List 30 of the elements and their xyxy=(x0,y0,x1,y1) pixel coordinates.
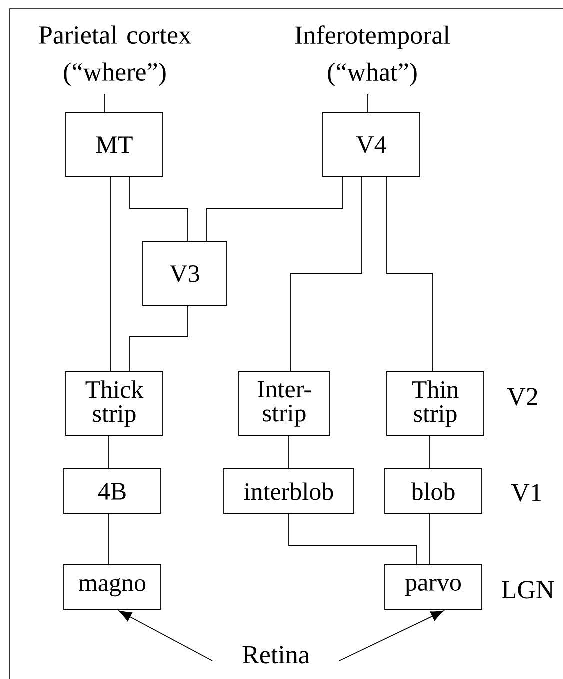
connector-line xyxy=(130,306,188,372)
connector-line xyxy=(104,94,106,113)
arrow xyxy=(119,610,213,662)
process-box: interblob xyxy=(224,468,354,514)
process-box: MT xyxy=(66,112,164,178)
connector-line xyxy=(130,177,188,242)
connector-line xyxy=(206,177,344,242)
process-box: Thin strip xyxy=(386,372,484,436)
arrow xyxy=(339,610,444,662)
connector-line xyxy=(110,177,112,372)
connector-line xyxy=(288,514,418,565)
level-label: V1 xyxy=(511,484,542,502)
area-label: Parietal cortex (“where”) xyxy=(39,26,192,86)
process-box: Inter-strip xyxy=(238,372,330,436)
area-label: Inferotemporal (“what”) xyxy=(295,26,450,86)
area-label: Retina xyxy=(242,646,310,664)
level-label: LGN xyxy=(502,581,554,599)
process-box: blob xyxy=(384,468,482,514)
connector-line xyxy=(108,514,110,565)
connector-line xyxy=(288,436,290,469)
process-box: V3 xyxy=(142,242,228,306)
process-box: V4 xyxy=(322,112,420,178)
process-box: Thick strip xyxy=(66,372,164,436)
process-box: parvo xyxy=(384,564,482,610)
level-label: V2 xyxy=(507,388,538,406)
process-box: magno xyxy=(64,564,162,610)
connector-line xyxy=(290,177,362,372)
process-box: 4B xyxy=(64,468,162,514)
connector-line xyxy=(386,177,434,372)
connector-line xyxy=(108,436,110,469)
